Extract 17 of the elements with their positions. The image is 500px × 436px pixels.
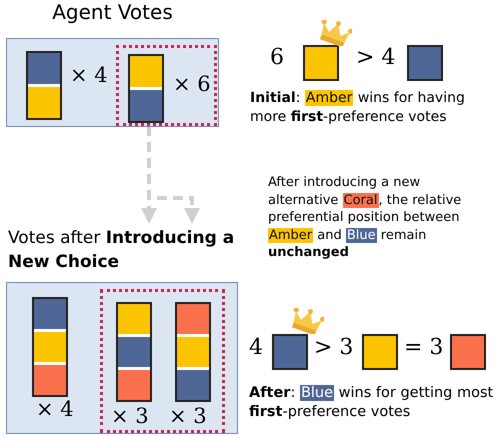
caption-text: After introducing a new alternative Coral, the relative preferential position between Amber and Blue remain unchanged: [268, 174, 462, 262]
math-label: × 4: [70, 63, 108, 87]
caption-text: After: Blue wins for getting most first-preference votes: [249, 384, 494, 422]
panel-heading: Agent Votes: [51, 0, 174, 24]
group-frame: [100, 289, 225, 433]
math-label: = 3: [404, 335, 444, 360]
math-label: > 3: [314, 335, 354, 360]
math-label: × 4: [36, 397, 74, 421]
math-label: > 4: [356, 45, 396, 70]
math-label: 4: [249, 335, 263, 360]
math-label: 6: [270, 45, 284, 70]
caption-text: Initial: Amber wins for having more first-preference votes: [250, 89, 466, 127]
panel-heading: Votes after Introducing a New Choice: [8, 227, 236, 274]
multiplier-label: × 3: [111, 404, 149, 428]
multiplier-label: × 6: [173, 72, 211, 96]
group-frame: [116, 45, 217, 126]
multiplier-label: × 3: [169, 404, 207, 428]
